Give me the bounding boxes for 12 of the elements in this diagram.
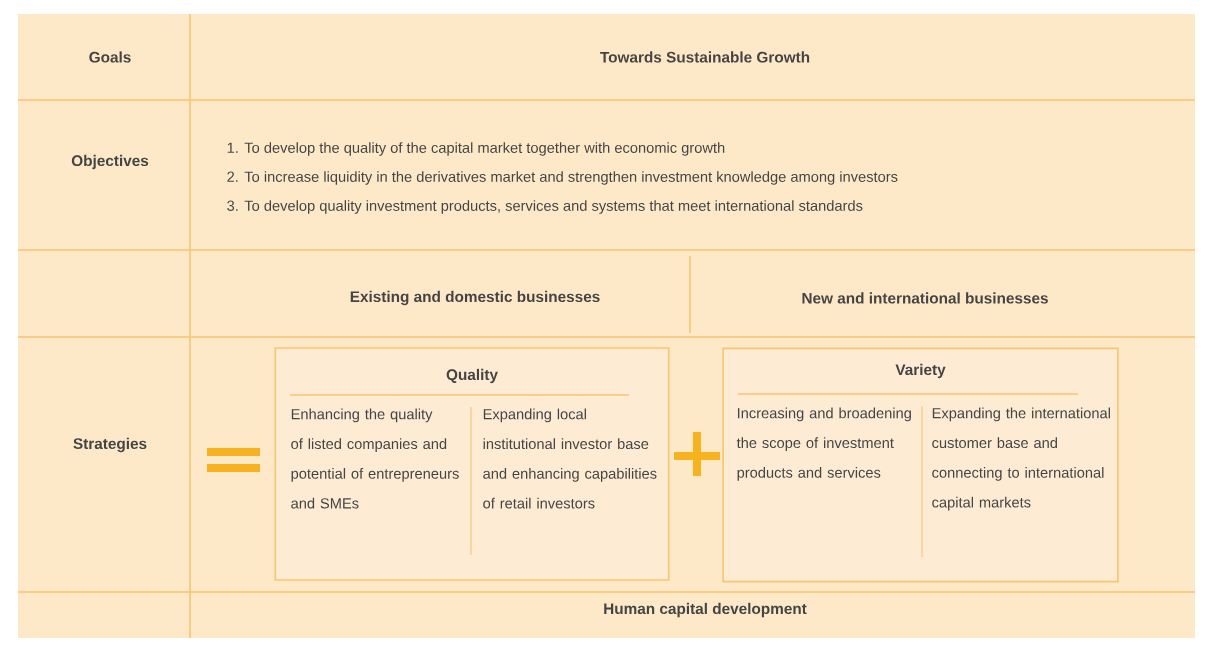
list-item: 1. To develop the quality of the capital market together with economic growth [227,142,725,156]
heading: Strategies [73,437,147,453]
strategy-box: Quality Enhancing the quality of listed companies and potential of entrepreneurs and SMEs Expanding local institutional investor base and enhancing capabilities of retail investors [274,347,670,581]
heading: Human capital development [604,602,807,618]
list-item: 3. To develop quality investment products, services and systems that meet international standards [227,200,863,214]
heading: Goals [89,51,131,63]
heading: Existing and domestic businesses [350,290,600,306]
heading: New and international businesses [802,292,1048,304]
heading: Objectives [71,154,149,170]
heading: Towards Sustainable Growth [600,51,810,63]
list-item: 2. To increase liquidity in the derivatives market and strengthen investment knowledge among investors [227,171,898,185]
strategy-box: Variety Increasing and broadening the scope of investment products and services Expanding the international customer base and connecting to international capital markets [722,347,1119,583]
